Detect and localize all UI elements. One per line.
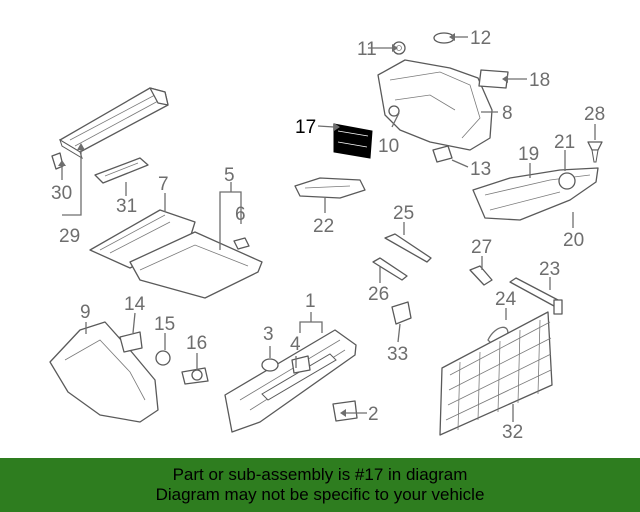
clip-3-drawing (261, 358, 279, 372)
clip-16-drawing (181, 367, 209, 385)
rear-shelf-drawing (59, 87, 169, 160)
leader-lines (61, 36, 596, 422)
hook-27-drawing (469, 265, 493, 286)
callout-14: 14 (124, 294, 146, 315)
callout-7: 7 (158, 174, 169, 195)
callout-26: 26 (368, 284, 389, 305)
callout-23: 23 (539, 259, 560, 280)
callout-20: 20 (563, 230, 584, 251)
callout-18: 18 (529, 70, 550, 91)
banner-line-1: Part or sub-assembly is #17 in diagram (172, 465, 468, 484)
screwdriver-25-drawing (384, 233, 432, 263)
callout-30: 30 (51, 183, 72, 204)
callout-1: 1 (305, 291, 316, 312)
callout-16: 16 (186, 333, 207, 354)
callout-25: 25 (393, 203, 414, 224)
bolt-28-drawing (587, 141, 603, 163)
callout-6: 6 (235, 204, 246, 225)
callout-24: 24 (495, 289, 517, 310)
callout-21: 21 (554, 132, 575, 153)
callout-28: 28 (584, 104, 605, 125)
knob-10-drawing (388, 105, 400, 117)
callout-27: 27 (471, 237, 492, 258)
latch-13-drawing (432, 145, 453, 163)
callout-5: 5 (224, 165, 235, 186)
wheel-wrench-23-drawing (509, 277, 563, 315)
info-banner: Part or sub-assembly is #17 in diagram D… (0, 458, 640, 512)
clip-6-drawing (233, 237, 250, 250)
wrench-26-drawing (372, 257, 408, 281)
sill-panel-drawing (224, 329, 357, 433)
tool-roll-22-drawing (294, 177, 366, 199)
quarter-trim-drawing (377, 59, 493, 151)
part-17-highlight (333, 123, 373, 159)
callout-12: 12 (470, 28, 491, 49)
bracket-31-drawing (94, 157, 149, 184)
callout-11: 11 (357, 39, 377, 60)
callout-17: 17 (295, 117, 316, 138)
callout-13: 13 (470, 159, 491, 180)
callout-labels: 1 2 3 4 5 6 7 8 9 10 11 12 13 14 15 16 1… (51, 28, 605, 443)
callout-9: 9 (80, 302, 91, 323)
trunk-mat-drawing (89, 209, 263, 299)
callout-31: 31 (116, 196, 137, 217)
callout-10: 10 (378, 136, 399, 157)
leader-arrowheads (58, 33, 508, 417)
clip-15-drawing (155, 350, 171, 366)
cargo-net-32-drawing (439, 311, 553, 436)
panel-18-drawing (478, 69, 509, 89)
callout-3: 3 (263, 324, 274, 345)
clip-14-drawing (119, 331, 143, 353)
callout-15: 15 (154, 314, 175, 335)
callout-8: 8 (502, 103, 513, 124)
callout-19: 19 (518, 144, 539, 165)
jack-assembly-drawing (472, 167, 599, 221)
callout-22: 22 (313, 216, 334, 237)
callout-33: 33 (387, 344, 408, 365)
parts-diagram: 1 2 3 4 5 6 7 8 9 10 11 12 13 14 15 16 1… (49, 28, 605, 443)
banner-line-2: Diagram may not be specific to your vehi… (155, 485, 485, 504)
clip-33-drawing (391, 301, 412, 325)
callout-2: 2 (368, 404, 379, 425)
side-trim-9-drawing (49, 321, 159, 423)
callout-29: 29 (59, 226, 80, 247)
callout-32: 32 (502, 422, 523, 443)
callout-4: 4 (290, 334, 301, 355)
